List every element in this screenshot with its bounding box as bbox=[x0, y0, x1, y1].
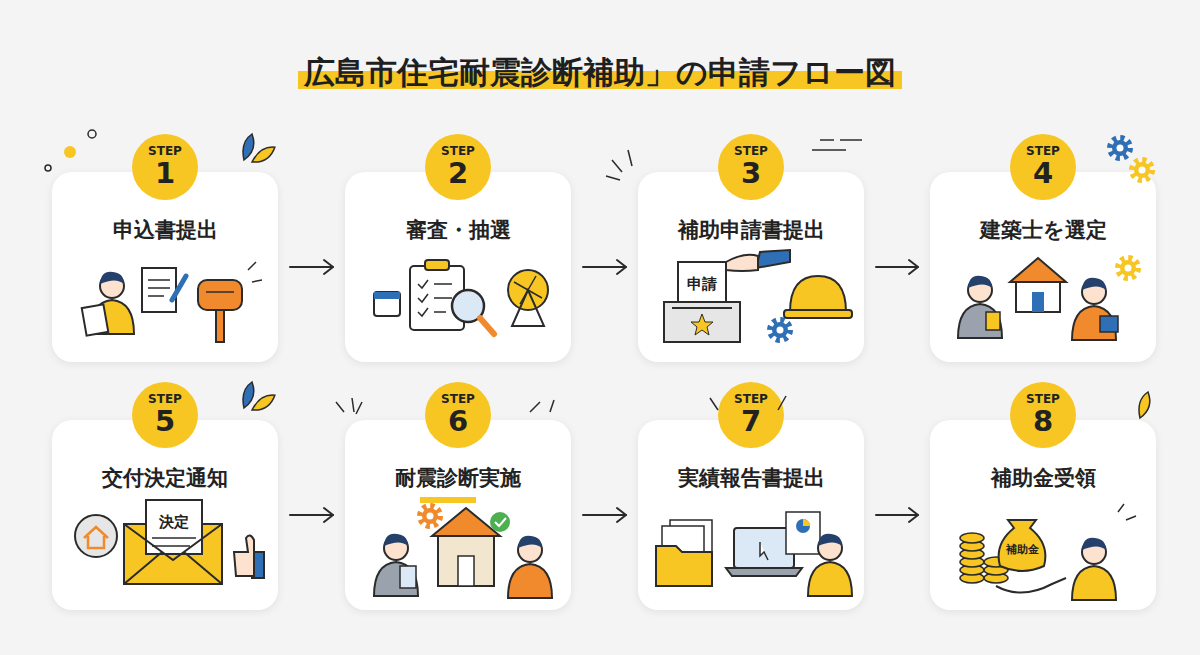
step-badge: STEP5 bbox=[132, 382, 198, 448]
step-title: 耐震診断実施 bbox=[345, 464, 571, 492]
step-card: 補助金受領STEP8 bbox=[930, 420, 1156, 610]
step-number: 2 bbox=[448, 158, 468, 189]
step-label: STEP bbox=[441, 145, 475, 158]
step-badge: STEP1 bbox=[132, 134, 198, 200]
step-card: 審査・抽選STEP2 bbox=[345, 172, 571, 362]
flow-arrow bbox=[583, 514, 626, 516]
step-title: 審査・抽選 bbox=[345, 216, 571, 244]
step-title: 申込書提出 bbox=[52, 216, 278, 244]
step-card: 建築士を選定STEP4 bbox=[930, 172, 1156, 362]
step-label: STEP bbox=[148, 393, 182, 406]
step-badge: STEP8 bbox=[1010, 382, 1076, 448]
step-number: 7 bbox=[741, 406, 761, 437]
step-number: 5 bbox=[155, 406, 175, 437]
step-badge: STEP4 bbox=[1010, 134, 1076, 200]
step-card: 実績報告書提出STEP7 bbox=[638, 420, 864, 610]
step-card: 申込書提出STEP1 bbox=[52, 172, 278, 362]
step-label: STEP bbox=[1026, 145, 1060, 158]
step-card: 耐震診断実施STEP6 bbox=[345, 420, 571, 610]
step-badge: STEP7 bbox=[718, 382, 784, 448]
step-number: 8 bbox=[1033, 406, 1053, 437]
step-badge: STEP6 bbox=[425, 382, 491, 448]
step-title: 交付決定通知 bbox=[52, 464, 278, 492]
step-title: 実績報告書提出 bbox=[638, 464, 864, 492]
step-title: 補助金受領 bbox=[930, 464, 1156, 492]
flow-arrow bbox=[583, 266, 626, 268]
illustration-label: 申請 bbox=[687, 275, 717, 294]
illustration-label: 決定 bbox=[159, 513, 189, 532]
flow-arrow bbox=[876, 266, 918, 268]
step-card: 補助申請書提出STEP3 bbox=[638, 172, 864, 362]
step-label: STEP bbox=[148, 145, 182, 158]
illustration-label: 補助金 bbox=[1006, 542, 1039, 557]
flow-arrow bbox=[290, 514, 333, 516]
step-label: STEP bbox=[1026, 393, 1060, 406]
step-number: 3 bbox=[741, 158, 761, 189]
flow-arrow bbox=[876, 514, 918, 516]
flow-arrow bbox=[290, 266, 333, 268]
step-title: 建築士を選定 bbox=[930, 216, 1156, 244]
step-number: 4 bbox=[1033, 158, 1053, 189]
step-label: STEP bbox=[734, 145, 768, 158]
step-badge: STEP2 bbox=[425, 134, 491, 200]
step-title: 補助申請書提出 bbox=[638, 216, 864, 244]
diagram-title: 広島市住宅耐震診断補助」の申請フロー図 bbox=[298, 54, 902, 90]
step-number: 1 bbox=[155, 158, 175, 189]
title-bar: 広島市住宅耐震診断補助」の申請フロー図 bbox=[0, 52, 1200, 94]
step-number: 6 bbox=[448, 406, 468, 437]
step-label: STEP bbox=[734, 393, 768, 406]
step-badge: STEP3 bbox=[718, 134, 784, 200]
step-label: STEP bbox=[441, 393, 475, 406]
